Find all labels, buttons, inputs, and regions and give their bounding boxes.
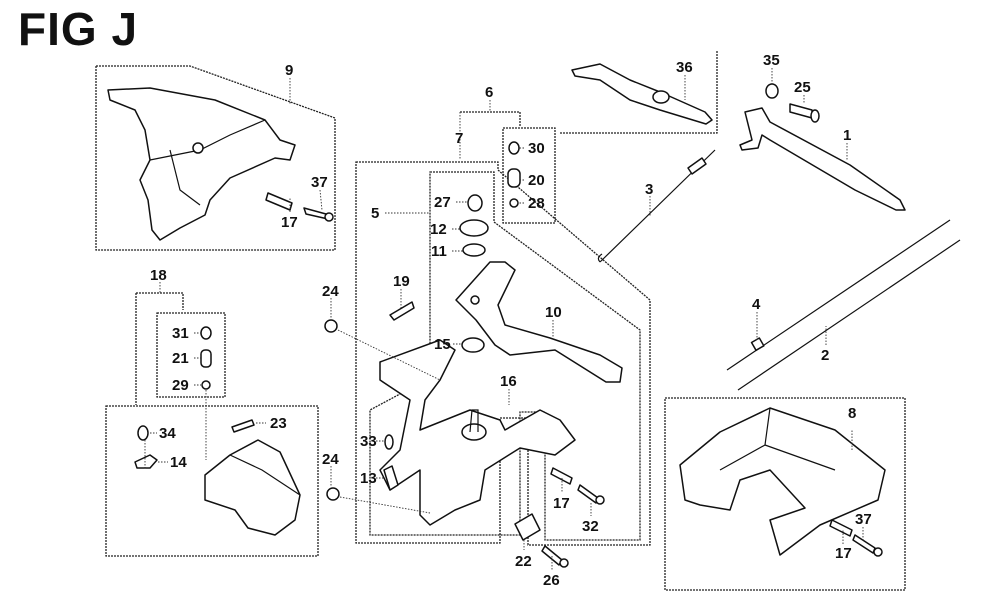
callout-4[interactable]: 4: [752, 296, 761, 313]
part-24-bolt-b[interactable]: [326, 487, 340, 501]
callout-26[interactable]: 26: [543, 572, 560, 589]
frame-group-5: [369, 171, 641, 541]
callout-1[interactable]: 1: [843, 127, 851, 144]
part-3-governor-spring[interactable]: [597, 149, 716, 263]
callout-24[interactable]: 24: [322, 283, 339, 300]
part-10-control-lever[interactable]: [455, 261, 623, 383]
callout-16[interactable]: 16: [500, 373, 517, 390]
callout-3[interactable]: 3: [645, 181, 653, 198]
callout-27[interactable]: 27: [434, 194, 451, 211]
frame-group-18: [105, 282, 319, 557]
frame-group-7: [355, 161, 651, 546]
callout-28[interactable]: 28: [528, 195, 545, 212]
callout-11[interactable]: 11: [431, 243, 447, 260]
part-15-washer[interactable]: [461, 337, 485, 353]
part-9-bracket[interactable]: [107, 87, 296, 241]
frame-group-9: [95, 65, 336, 251]
callout-7[interactable]: 7: [455, 130, 463, 147]
callout-20[interactable]: 20: [528, 172, 545, 189]
callout-5[interactable]: 5: [371, 205, 379, 222]
callout-6[interactable]: 6: [485, 84, 493, 101]
callout-35[interactable]: 35: [763, 52, 780, 69]
part-35-nut[interactable]: [765, 83, 779, 99]
callout-15[interactable]: 15: [434, 336, 451, 353]
callout-9[interactable]: 9: [285, 62, 293, 79]
part-2-throttle-rod[interactable]: [726, 219, 961, 391]
callout-14[interactable]: 14: [170, 454, 187, 471]
callout-29[interactable]: 29: [172, 377, 189, 394]
part-18-control-base[interactable]: [204, 439, 301, 536]
part-26-bolt[interactable]: [541, 545, 569, 568]
part-4-clip[interactable]: [750, 337, 765, 352]
part-20-collar[interactable]: [507, 168, 521, 188]
callout-32[interactable]: 32: [582, 518, 599, 535]
callout-12[interactable]: 12: [430, 221, 447, 238]
part-36-lever[interactable]: [571, 63, 713, 125]
part-13-cam[interactable]: [383, 465, 399, 491]
part-17-spring-a[interactable]: [265, 192, 293, 211]
callout-17[interactable]: 17: [835, 545, 852, 562]
part-28-clip[interactable]: [509, 198, 519, 208]
part-23-spring[interactable]: [231, 419, 255, 433]
callout-8[interactable]: 8: [848, 405, 856, 422]
part-29-clip[interactable]: [201, 380, 211, 390]
part-31-bolt[interactable]: [200, 326, 212, 340]
callout-17[interactable]: 17: [553, 495, 570, 512]
callout-24[interactable]: 24: [322, 451, 339, 468]
part-37-bolt-a[interactable]: [303, 207, 334, 222]
callout-13[interactable]: 13: [360, 470, 377, 487]
callout-37[interactable]: 37: [855, 511, 872, 528]
callout-34[interactable]: 34: [159, 425, 176, 442]
part-16-control-base[interactable]: [379, 339, 576, 526]
part-24-bolt-a[interactable]: [324, 319, 338, 333]
callout-30[interactable]: 30: [528, 140, 545, 157]
part-33-clip[interactable]: [384, 434, 394, 450]
part-1-throttle-lever[interactable]: [739, 107, 906, 211]
part-8-control-cover[interactable]: [679, 407, 886, 556]
callout-31[interactable]: 31: [172, 325, 189, 342]
part-34-nut[interactable]: [137, 425, 149, 441]
callout-33[interactable]: 33: [360, 433, 377, 450]
frame-group-36: [560, 50, 718, 134]
callout-18[interactable]: 18: [150, 267, 167, 284]
figure-title: FIG J: [18, 3, 139, 55]
callout-23[interactable]: 23: [270, 415, 287, 432]
part-21-collar[interactable]: [200, 349, 212, 368]
part-17-spring-c[interactable]: [829, 519, 853, 537]
part-12-plate[interactable]: [459, 219, 489, 237]
part-32-bolt[interactable]: [577, 484, 605, 505]
frame-group-6-bracket: [459, 100, 521, 160]
callout-labels: 9 37 17 6 7 30 20 28 5 27 12 11 19 10 15…: [150, 52, 872, 589]
callout-2[interactable]: 2: [821, 347, 829, 364]
part-37-bolt-b[interactable]: [852, 534, 883, 557]
frame-group-8: [664, 397, 906, 591]
frame-group-6-hardware: [502, 127, 556, 224]
part-11-washer[interactable]: [462, 243, 486, 257]
callout-17[interactable]: 17: [281, 214, 298, 231]
callout-25[interactable]: 25: [794, 79, 811, 96]
part-27-nut[interactable]: [467, 194, 483, 212]
callout-21[interactable]: 21: [172, 350, 189, 367]
callout-19[interactable]: 19: [393, 273, 410, 290]
part-17-spring-b[interactable]: [550, 467, 573, 485]
callout-36[interactable]: 36: [676, 59, 693, 76]
callout-leaders: [150, 68, 864, 570]
part-22-collar[interactable]: [514, 513, 541, 541]
part-14-cam[interactable]: [134, 454, 158, 469]
part-25-bolt[interactable]: [789, 103, 820, 123]
callout-37[interactable]: 37: [311, 174, 328, 191]
callout-10[interactable]: 10: [545, 304, 562, 321]
part-30-bolt[interactable]: [508, 141, 520, 155]
part-19-spring[interactable]: [389, 301, 415, 321]
callout-22[interactable]: 22: [515, 553, 532, 570]
